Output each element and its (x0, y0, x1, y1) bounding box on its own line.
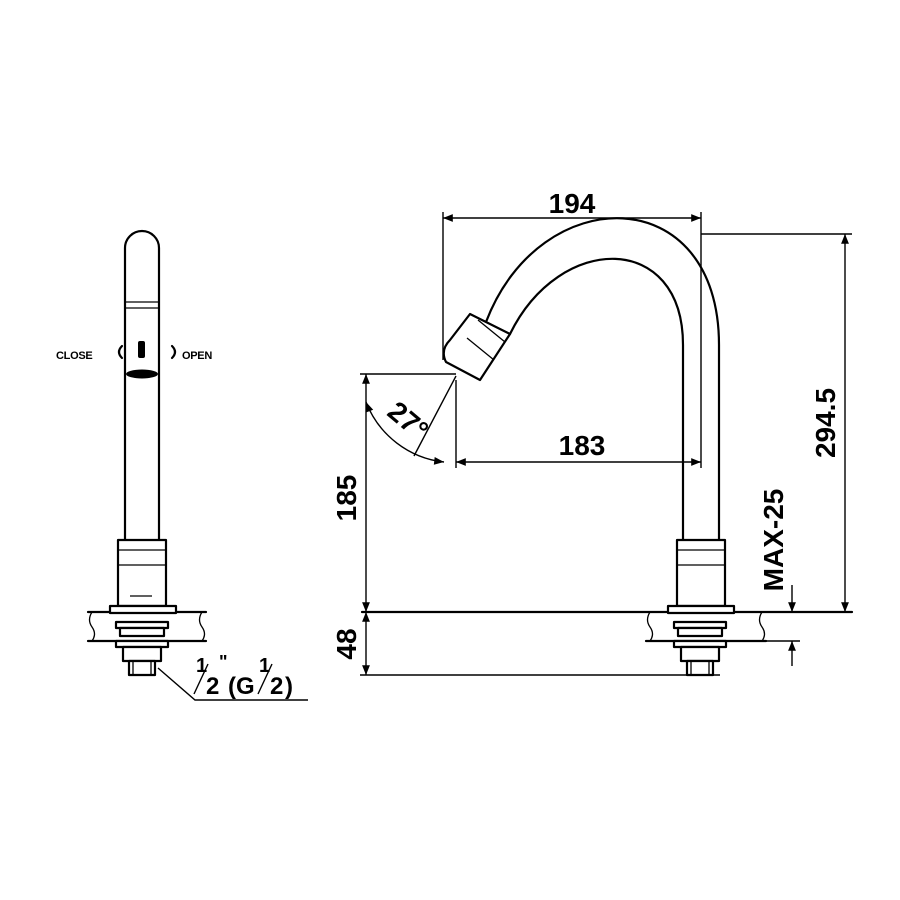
spout-inner (508, 257, 685, 544)
thread-g-den: 2 (270, 673, 283, 700)
lever-knob (138, 341, 145, 358)
angle-arc (365, 401, 445, 465)
thread-den: 2 (206, 673, 219, 700)
aerator-outlet (126, 369, 158, 379)
washer (118, 626, 166, 638)
close-arc-icon (117, 344, 124, 360)
dim-spout-height: 185 (331, 475, 362, 522)
front-view: 194 183 27° 294.5 185 48 MAX-25 (331, 188, 854, 677)
thread-shank (127, 659, 157, 677)
dim-reach: 183 (559, 430, 606, 461)
base-flange (666, 604, 736, 615)
thread-label: 1 (196, 655, 207, 677)
deck-break (646, 611, 654, 642)
thread-g-close: ) (285, 673, 293, 700)
inch-mark: " (219, 652, 228, 672)
lock-nut (121, 645, 163, 663)
close-label: CLOSE (56, 350, 92, 362)
open-arc-icon (170, 344, 177, 360)
dim-overall-height: 294.5 (810, 388, 841, 458)
deck-break (198, 611, 206, 642)
deck-break (758, 611, 766, 642)
side-base-collar (116, 538, 168, 608)
thread-g-num: 1 (259, 655, 270, 677)
thread-leader-line (157, 667, 308, 701)
fraction-slash (193, 663, 209, 695)
lock-nut (679, 645, 721, 663)
deck-break (88, 611, 96, 642)
base-flange (108, 604, 178, 615)
dim-max-deck: MAX-25 (758, 489, 789, 592)
fraction-slash (257, 663, 273, 695)
nozzle-band (477, 319, 506, 343)
washer (676, 626, 724, 638)
dim-width-top: 194 (549, 188, 596, 219)
thread-g-open: (G (228, 673, 255, 700)
side-view: CLOSE OPEN 1 2 " (G 1 2 ) (56, 229, 308, 701)
side-tube (123, 229, 161, 542)
dim-below-deck: 48 (331, 628, 362, 659)
spout-nozzle (442, 312, 512, 382)
dim-angle: 27° (382, 395, 434, 446)
nozzle-band (466, 337, 495, 361)
open-label: OPEN (182, 350, 212, 362)
